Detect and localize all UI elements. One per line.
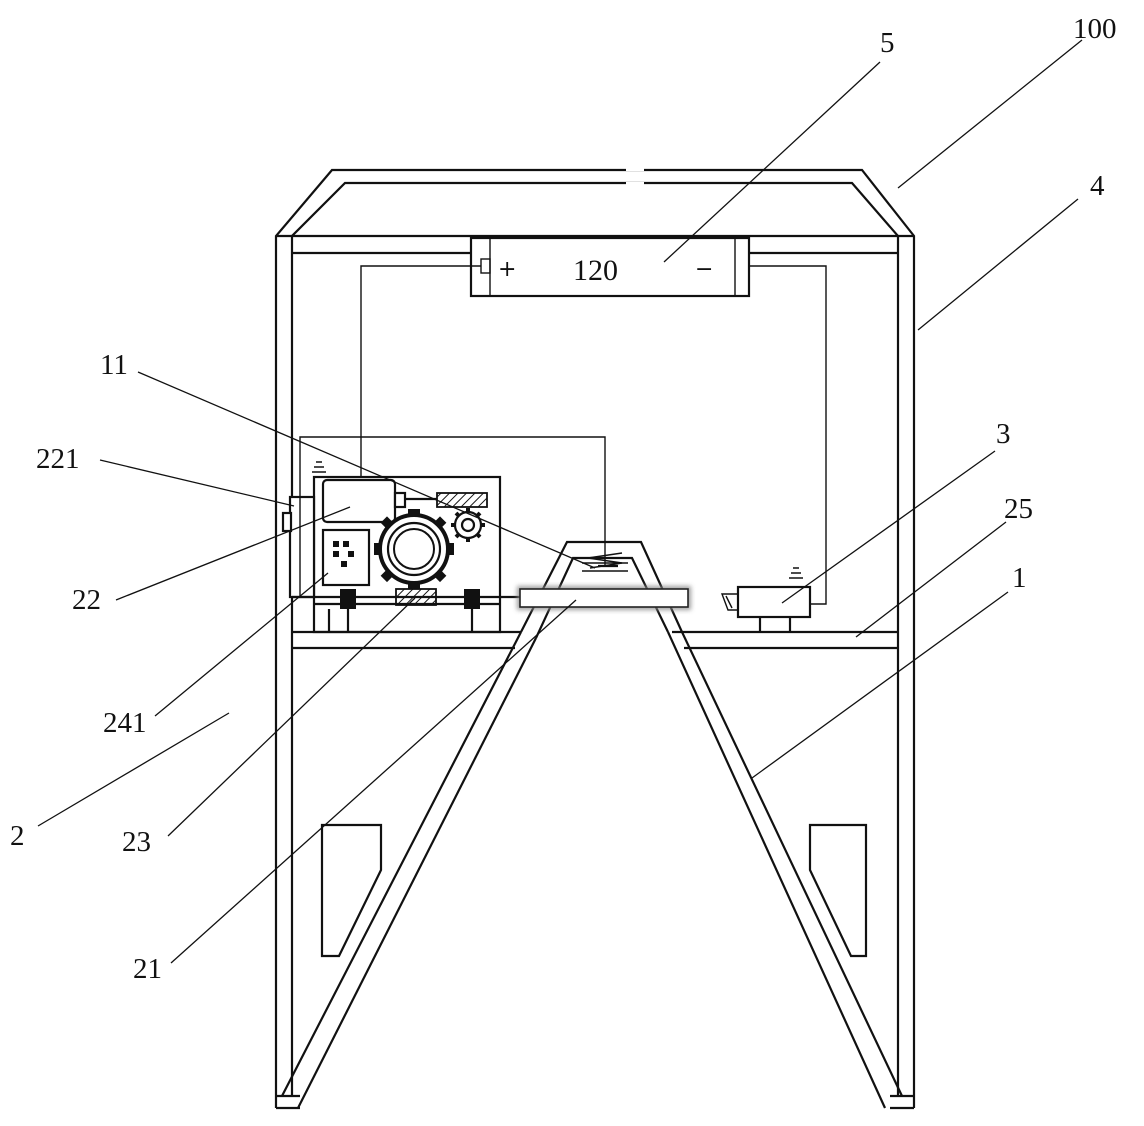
reference-labels: 5 100 4 11 221 22 3 25 1 241 2 23 21 — [10, 13, 1117, 985]
battery-value: 120 — [573, 254, 618, 287]
label-1: 1 — [1012, 562, 1027, 594]
label-2: 2 — [10, 820, 25, 852]
battery-positive: + — [498, 257, 516, 282]
push-rod — [517, 586, 691, 610]
leg-cutout-right — [808, 823, 868, 958]
label-22: 22 — [72, 584, 101, 616]
spring — [582, 552, 628, 572]
housing-frame — [274, 165, 916, 1110]
label-5: 5 — [880, 27, 895, 59]
label-221: 221 — [36, 443, 80, 475]
label-3: 3 — [996, 418, 1011, 450]
floor-platform — [292, 630, 898, 650]
label-4: 4 — [1090, 170, 1105, 202]
label-11: 11 — [100, 349, 128, 381]
wiring — [299, 265, 827, 605]
label-25: 25 — [1004, 493, 1033, 525]
label-21: 21 — [133, 953, 162, 985]
channel-walls — [281, 540, 903, 1109]
leg-cutout-left — [320, 823, 383, 958]
label-241: 241 — [103, 707, 147, 739]
battery: + − 120 — [469, 236, 751, 298]
battery-negative: − — [695, 257, 713, 282]
small-gear — [451, 508, 485, 542]
label-100: 100 — [1073, 13, 1117, 45]
drive-unit — [281, 475, 520, 634]
label-23: 23 — [122, 826, 151, 858]
sensor — [720, 567, 812, 632]
large-gear — [374, 509, 454, 589]
leader-lines — [37, 39, 1083, 964]
